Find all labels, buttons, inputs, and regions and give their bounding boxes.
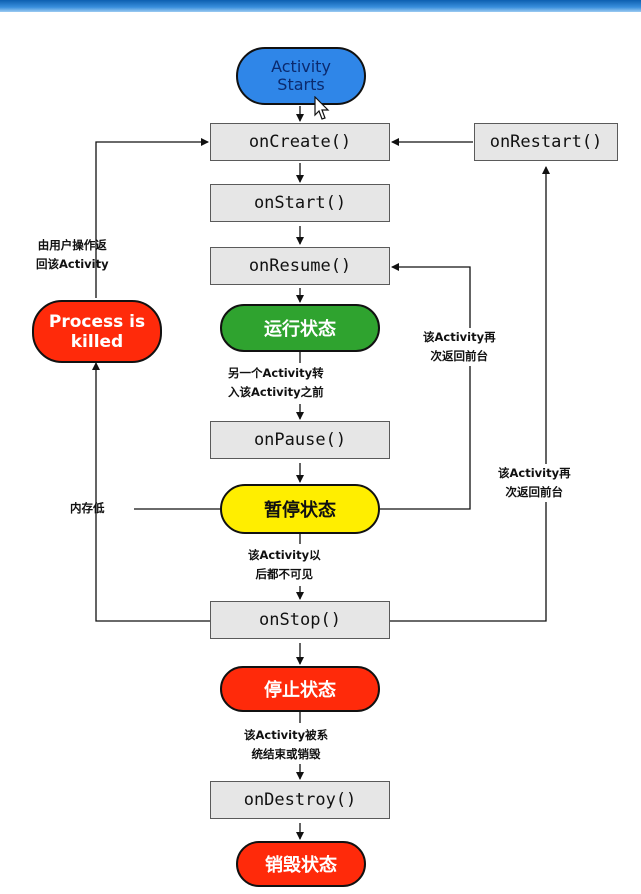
arrow-stop-to-restart <box>390 166 550 622</box>
label-invisible: 该Activity以 后都不可见 <box>248 548 321 581</box>
label-user-returns: 由用户操作返 回该Activity <box>36 238 109 271</box>
label-back-to-front-restart: 该Activity再 次返回前台 <box>498 464 571 502</box>
stopped-state-node: 停止状态 <box>220 666 380 712</box>
label-low-memory: 内存低 <box>70 501 105 515</box>
running-state-node: 运行状态 <box>220 304 380 352</box>
arrow-killed-to-create <box>95 138 209 298</box>
arrow-stop-to-killed <box>92 362 210 622</box>
label-another-activity: 另一个Activity转 入该Activity之前 <box>228 366 324 399</box>
paused-state-node: 暂停状态 <box>220 484 380 534</box>
window-title-bar <box>0 0 641 12</box>
mouse-cursor-icon <box>314 96 330 120</box>
label-back-to-front-resume: 该Activity再 次返回前台 <box>423 328 496 366</box>
on-destroy-box: onDestroy() <box>210 781 390 819</box>
on-stop-box: onStop() <box>210 601 390 639</box>
label-finished: 该Activity被系 统结束或销毁 <box>244 728 329 761</box>
arrow-paused-to-resume <box>380 263 471 510</box>
on-pause-box: onPause() <box>210 421 390 459</box>
on-create-box: onCreate() <box>210 123 390 161</box>
activity-starts-node: Activity Starts <box>236 47 366 105</box>
on-start-box: onStart() <box>210 184 390 222</box>
process-killed-node: Process is killed <box>32 300 162 363</box>
on-restart-box: onRestart() <box>474 123 618 161</box>
destroyed-state-node: 销毁状态 <box>236 841 366 887</box>
on-resume-box: onResume() <box>210 247 390 285</box>
